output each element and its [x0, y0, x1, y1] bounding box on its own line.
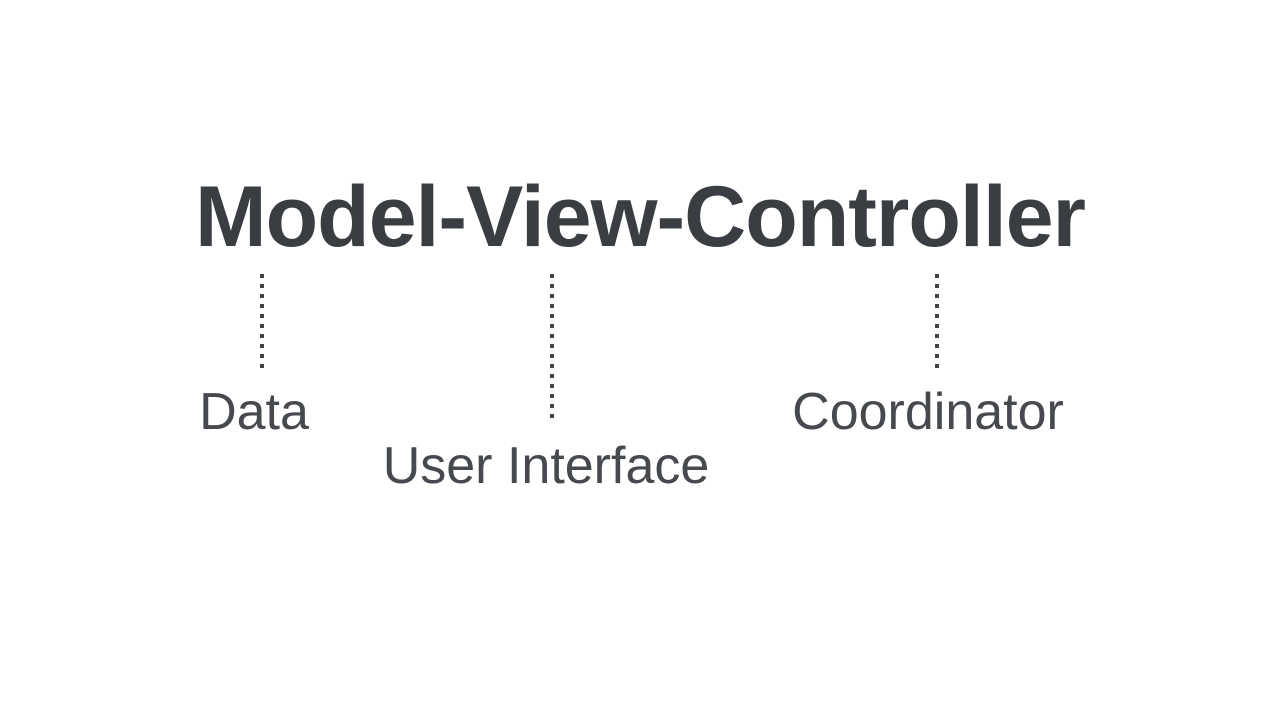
page-title: Model-View-Controller [194, 169, 1086, 265]
label-coordinator: Coordinator [792, 383, 1064, 441]
dotted-connector-controller-coordinator [935, 274, 939, 372]
label-user-interface: User Interface [382, 437, 710, 495]
dotted-connector-view-user-interface [550, 274, 554, 422]
dotted-connector-model-data [260, 274, 264, 372]
label-data: Data [199, 383, 309, 441]
